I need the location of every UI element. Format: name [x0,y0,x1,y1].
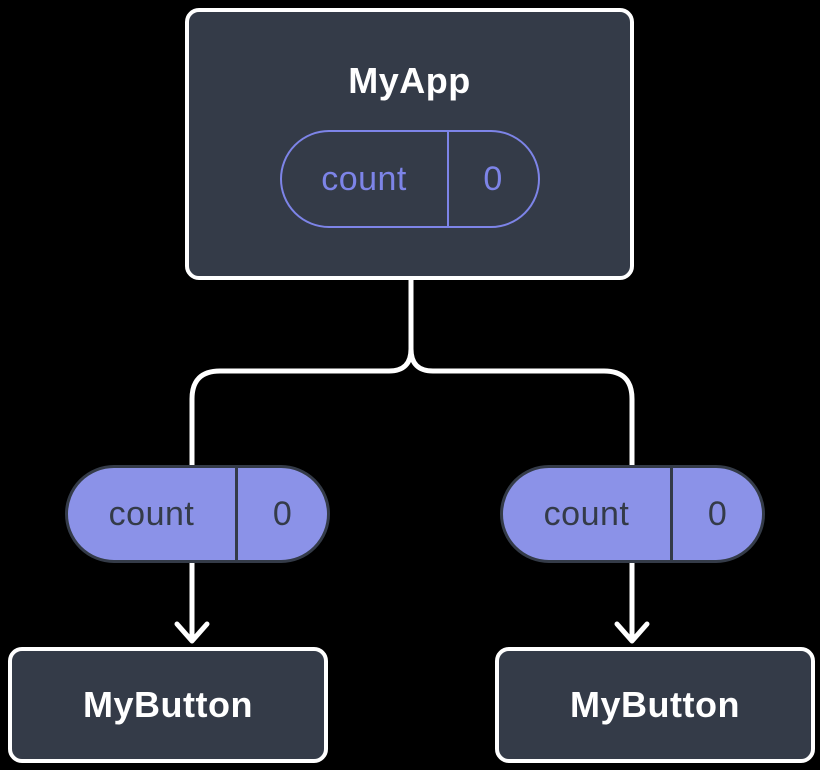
state-name: count [282,132,449,226]
prop-value-left: 0 [272,494,293,533]
child-node-title-left: MyButton [83,684,253,725]
prop-pill-right: count 0 [500,465,765,563]
child-component-node-left: MyButton [8,647,328,763]
root-node-title: MyApp [348,60,471,101]
arrowhead-left-icon [174,621,210,644]
root-component-node: MyApp count 0 [185,8,634,280]
prop-name-left: count [68,468,239,560]
connector-branch-left [189,273,414,642]
prop-value-right: 0 [707,494,728,533]
prop-name-right: count [503,468,674,560]
arrowhead-right-icon [614,621,650,644]
prop-pill-left: count 0 [65,465,330,563]
connector-branch-right [408,273,635,642]
state-value: 0 [483,159,503,198]
root-state-pill: count 0 [279,130,540,228]
child-component-node-right: MyButton [495,647,815,763]
child-node-title-right: MyButton [570,684,740,725]
